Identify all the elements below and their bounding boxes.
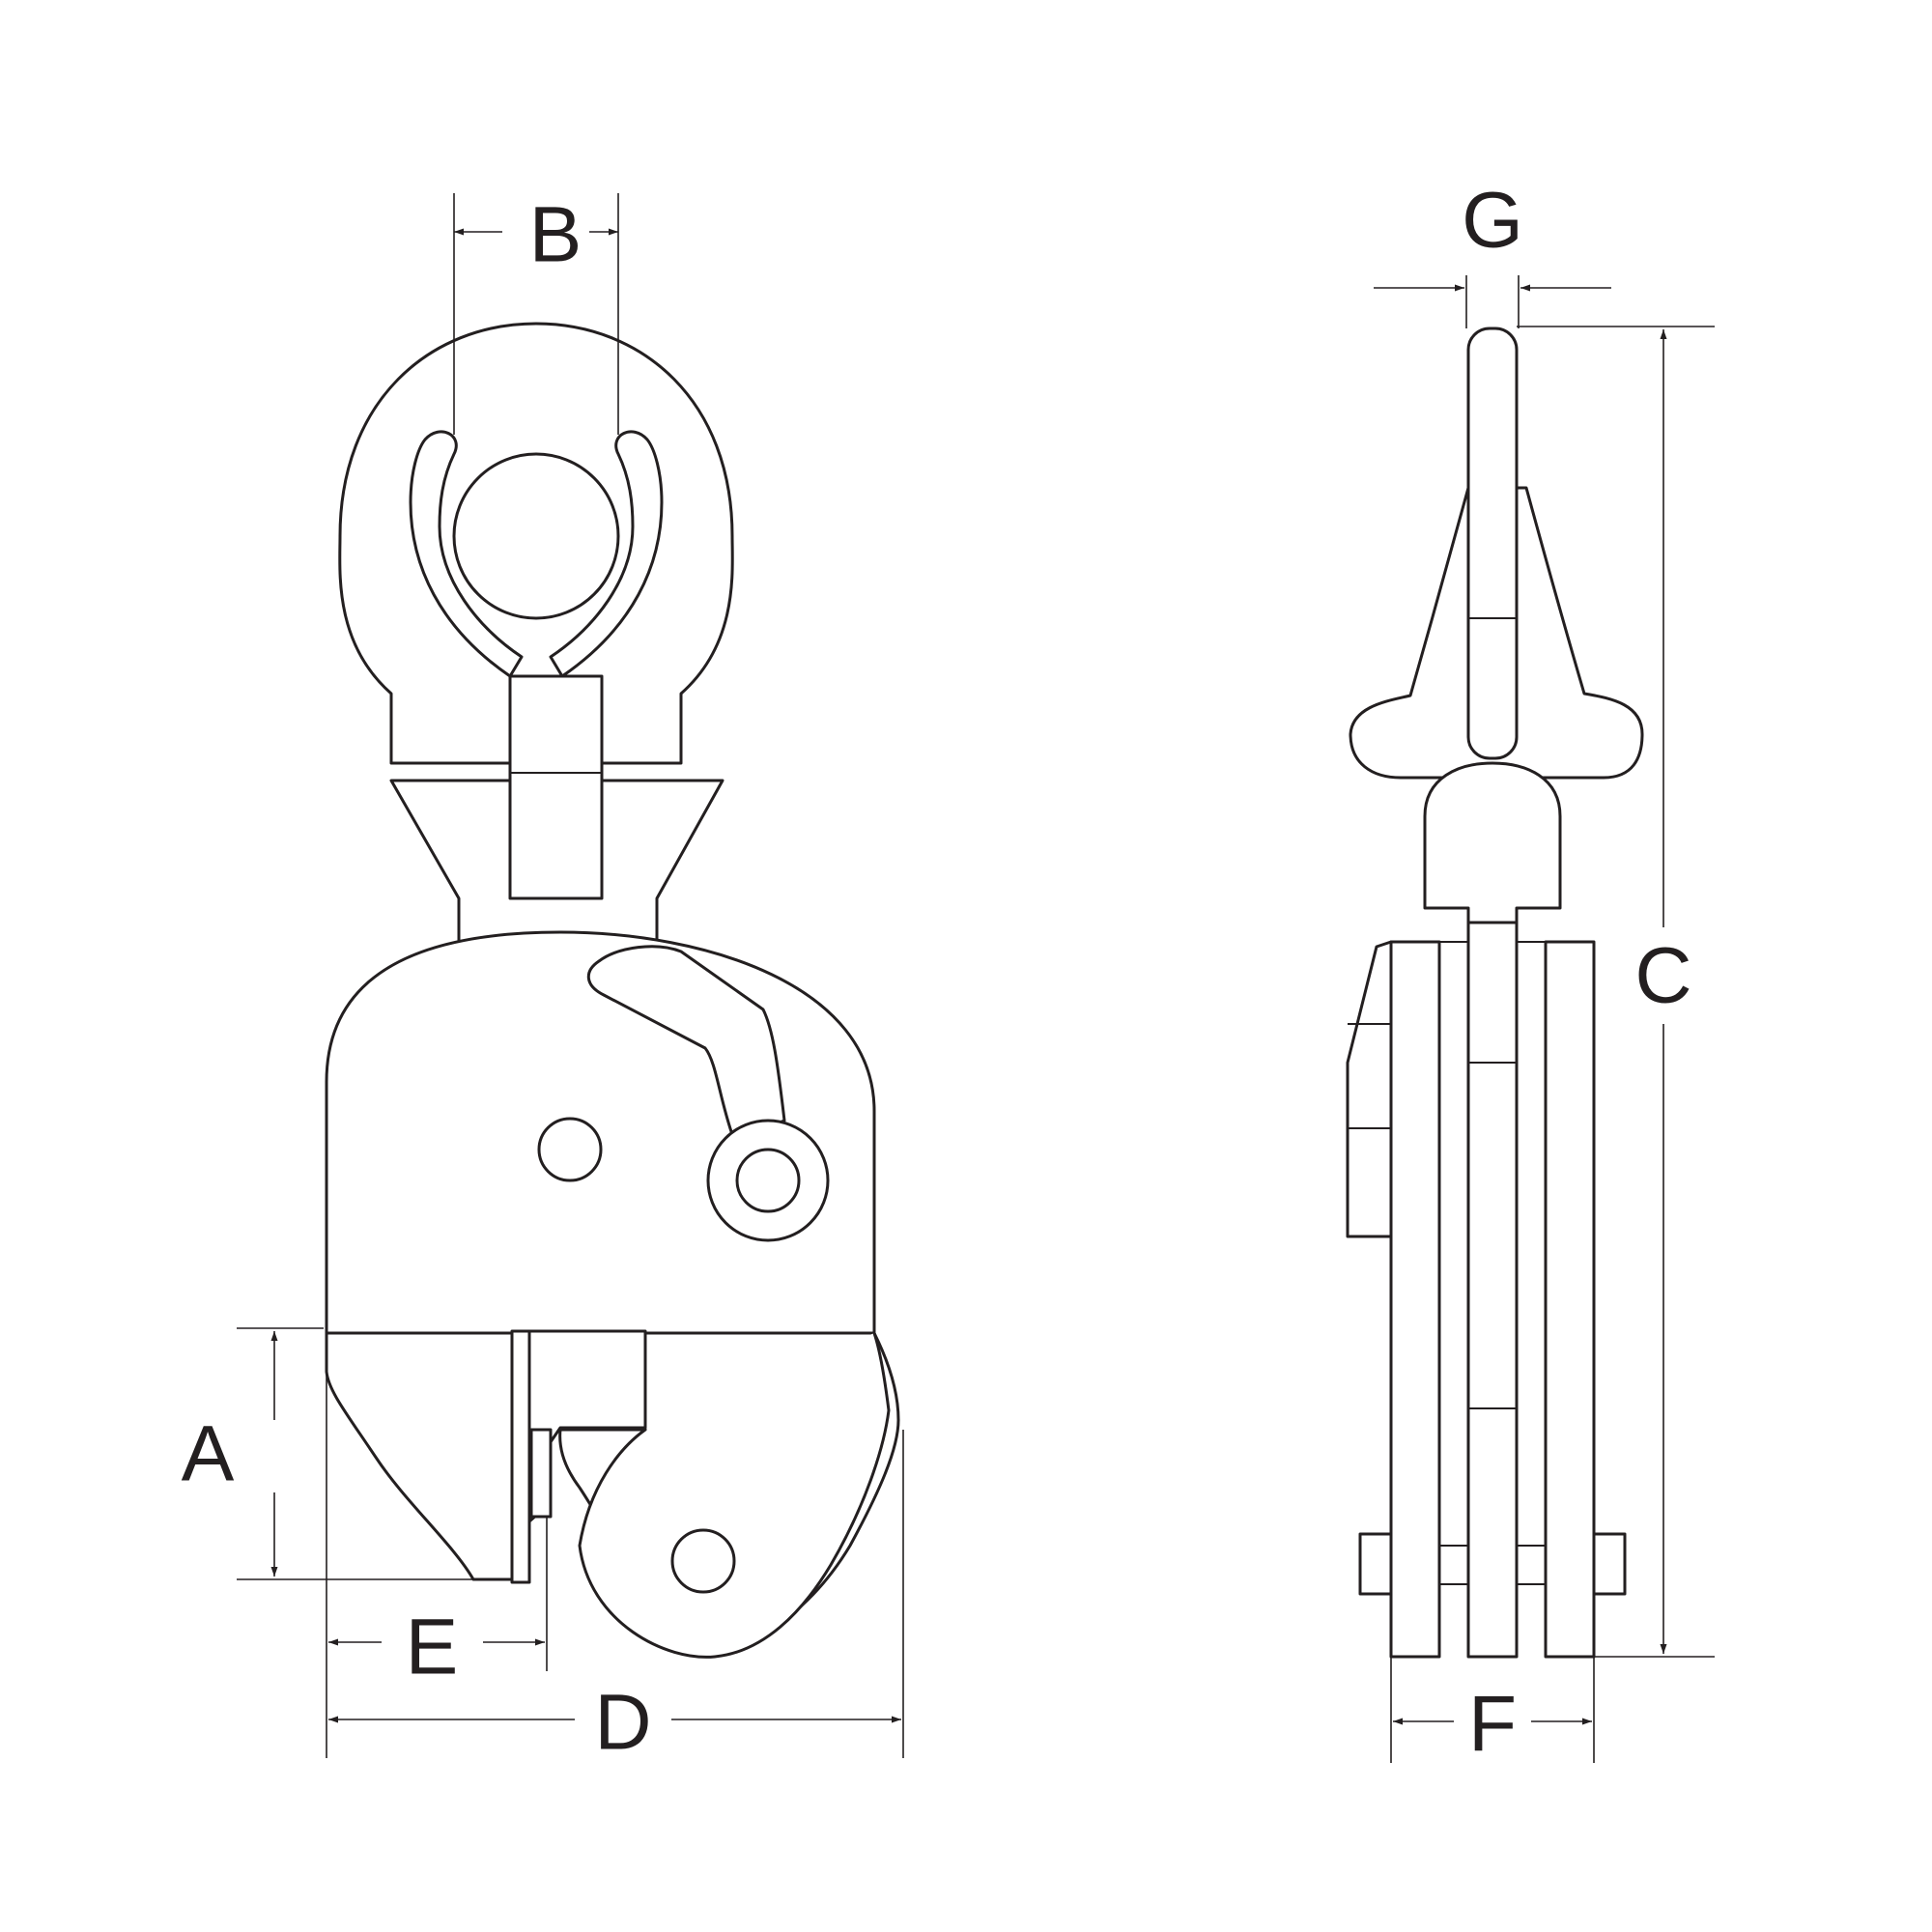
side-swivel-knob	[1423, 761, 1562, 958]
dimension-label-c: C	[1634, 932, 1691, 1020]
dimension-label-g: G	[1462, 177, 1523, 265]
dimension-label-f: F	[1468, 1681, 1517, 1769]
dimension-c: C	[1517, 326, 1715, 1658]
side-view: G C F	[1346, 177, 1715, 1769]
front-view: B A E D	[182, 191, 904, 1767]
dimension-a: A	[182, 1327, 502, 1580]
dimension-e: E	[326, 1372, 548, 1758]
dimension-f: F	[1390, 1657, 1595, 1769]
dimension-b: B	[453, 191, 619, 435]
dimension-g: G	[1374, 177, 1611, 328]
jaw	[325, 1329, 900, 1659]
dimension-label-a: A	[182, 1410, 235, 1498]
clamp-body	[325, 930, 876, 1335]
side-plates	[1346, 921, 1627, 1659]
dimension-label-e: E	[406, 1604, 459, 1691]
side-eye-plate	[1349, 327, 1644, 780]
dimension-label-d: D	[594, 1679, 651, 1767]
dimension-d: D	[328, 1430, 904, 1767]
lifting-eye	[338, 322, 734, 765]
swivel-neck	[389, 674, 724, 958]
dimension-label-b: B	[529, 191, 582, 279]
